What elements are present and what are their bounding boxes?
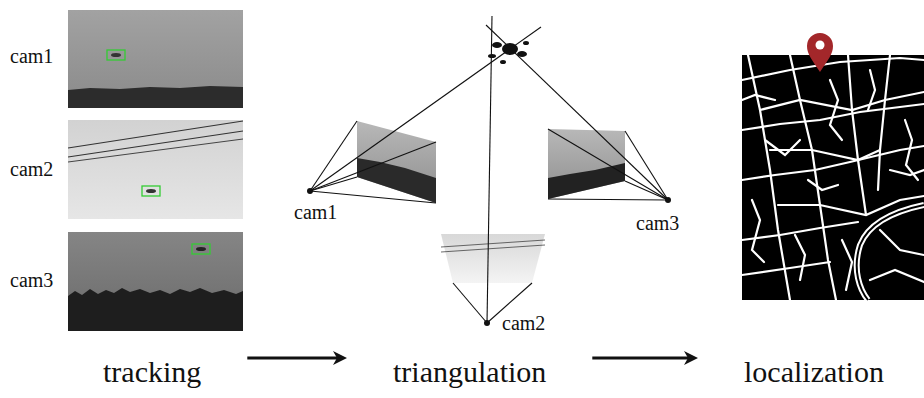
camera-label: cam2 [502, 312, 545, 334]
stage-label: tracking [103, 354, 201, 390]
stage-node: localization [698, 352, 924, 392]
camera-label: cam1 [10, 45, 53, 67]
camera-label: cam1 [294, 201, 337, 223]
stage-label: localization [744, 354, 884, 390]
stage-node: tracking [57, 352, 247, 392]
flow-arrow [247, 351, 347, 365]
camera-label: cam3 [636, 212, 679, 234]
stage-node: triangulation [347, 352, 592, 392]
camera-label: cam3 [10, 269, 53, 291]
camera-label: cam2 [10, 158, 53, 180]
stage-label: triangulation [393, 354, 546, 390]
flow-arrow [592, 351, 698, 365]
